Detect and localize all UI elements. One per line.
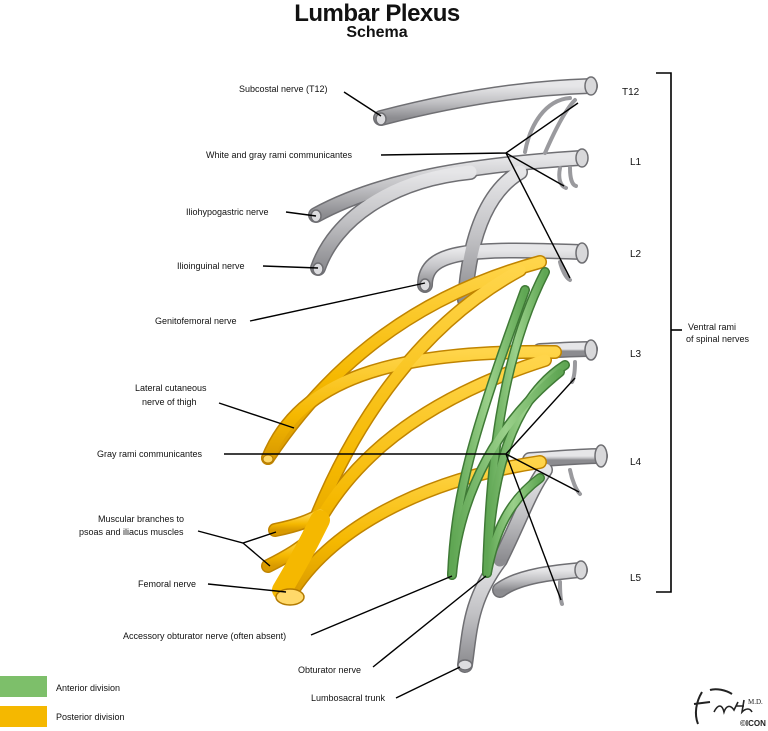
label-lumbosacral: Lumbosacral trunk (311, 693, 386, 703)
svg-text:M.D.: M.D. (748, 698, 763, 706)
label-obturator: Obturator nerve (298, 665, 361, 675)
legend-swatch-posterior (0, 706, 47, 727)
level-t12: T12 (622, 87, 640, 98)
legend-label-posterior: Posterior division (56, 712, 125, 722)
label-lateral-cutaneous-1: Lateral cutaneous (135, 383, 207, 393)
label-subcostal: Subcostal nerve (T12) (239, 84, 328, 94)
level-l1: L1 (630, 157, 642, 168)
bracket-label-1: Ventral rami (688, 322, 736, 332)
label-lateral-cutaneous-2: nerve of thigh (142, 397, 197, 407)
page-title: Lumbar Plexus (294, 0, 460, 27)
label-muscular-1: Muscular branches to (98, 514, 184, 524)
level-l5: L5 (630, 573, 642, 584)
anterior-division-nerves (447, 267, 570, 580)
label-iliohypogastric: Iliohypogastric nerve (186, 207, 269, 217)
legend-label-anterior: Anterior division (56, 683, 121, 693)
posterior-division-nerves (261, 255, 562, 606)
label-femoral: Femoral nerve (138, 579, 196, 589)
labels: Subcostal nerve (T12) White and gray ram… (79, 84, 750, 703)
leader-lines (197, 91, 580, 699)
page-subtitle: Schema (346, 24, 408, 41)
label-genitofemoral: Genitofemoral nerve (155, 316, 237, 326)
level-l4: L4 (630, 457, 642, 468)
label-muscular-2: psoas and iliacus muscles (79, 527, 184, 537)
label-gray-rami: Gray rami communicantes (97, 449, 203, 459)
legend-swatch-anterior (0, 676, 47, 697)
netter-signature-logo: M.D. ©ICON (693, 688, 766, 728)
label-accessory-obturator: Accessory obturator nerve (often absent) (123, 631, 286, 641)
bracket-label-2: of spinal nerves (686, 334, 750, 344)
level-l2: L2 (630, 249, 642, 260)
level-l3: L3 (630, 349, 642, 360)
svg-text:©ICON: ©ICON (740, 719, 766, 728)
label-ilioinguinal: Ilioinguinal nerve (177, 261, 245, 271)
ventral-rami-bracket (656, 72, 682, 593)
label-rami-white-gray: White and gray rami communicantes (206, 150, 353, 160)
